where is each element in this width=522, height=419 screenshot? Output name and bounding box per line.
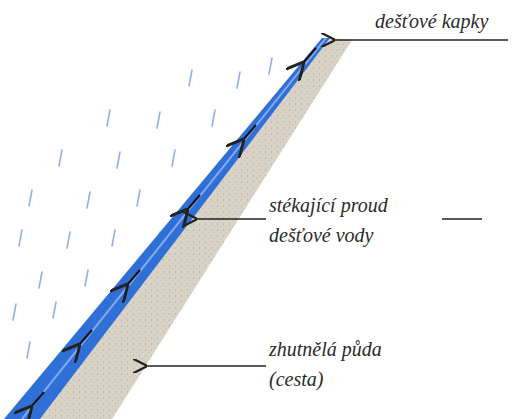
soil-label: zhutnělá půda (cesta)	[266, 334, 422, 394]
stream-label: stékající proud dešťové vody	[266, 190, 442, 250]
rain-label: dešťové kapky	[372, 6, 491, 36]
leader-lines	[146, 40, 508, 366]
